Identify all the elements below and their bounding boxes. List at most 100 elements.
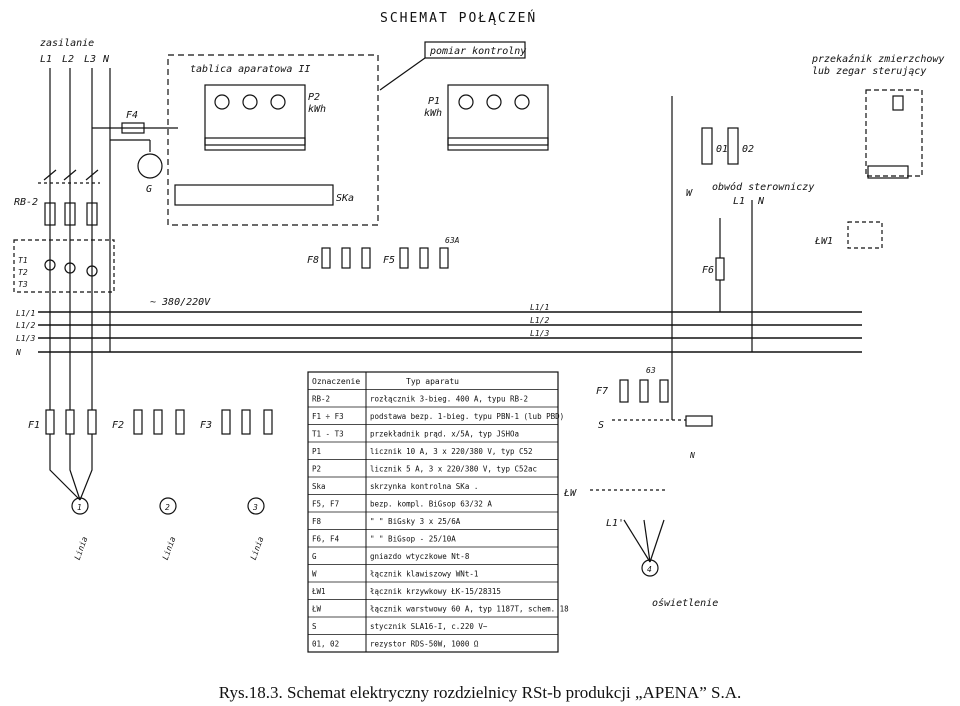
table-cell-type: podstawa bezp. 1-bieg. typu PBN-1 (lub P… xyxy=(370,412,564,421)
table-cell-code: RB-2 xyxy=(312,395,330,404)
o1-label: 01 xyxy=(716,144,728,155)
pomiar-label-box xyxy=(424,41,526,59)
table-cell-code: T1 - T3 xyxy=(312,430,344,439)
table-cell-type: łącznik krzywkowy ŁK-15/28315 xyxy=(370,587,501,596)
ct-t2-icon xyxy=(64,262,76,274)
p2-coil-3-icon xyxy=(270,94,286,110)
table-cell-type: łącznik warstwowy 60 A, typ 1187T, schem… xyxy=(370,605,569,614)
feeder-4-number: 4 xyxy=(647,565,652,574)
table-cell-type: licznik 5 A, 3 x 220/380 V, typ C52ac xyxy=(370,465,537,474)
f3-fuse-2 xyxy=(241,409,251,435)
contactor-coil xyxy=(685,415,713,427)
p1-meter xyxy=(447,84,549,146)
f63a-label: 63A xyxy=(445,236,460,245)
busbar-l12-label: L1/2 xyxy=(16,321,35,330)
figure-caption: Rys.18.3. Schemat elektryczny rozdzielni… xyxy=(218,683,742,702)
f2-fuse-2 xyxy=(153,409,163,435)
table-cell-type: przekładnik prąd. x/5A, typ JSHOa xyxy=(370,430,519,439)
f1-label: F1 xyxy=(28,420,40,431)
ctrl-n-label: N xyxy=(757,196,765,207)
feeder-4-icon xyxy=(641,559,659,577)
f8-fuse-2 xyxy=(341,247,351,269)
f2-label: F2 xyxy=(112,420,124,431)
table-cell-type: łącznik klawiszowy WNt-1 xyxy=(370,570,478,579)
p2-terminals xyxy=(204,137,306,151)
f1-fuse-2 xyxy=(65,409,75,435)
rb2-fuse-l3 xyxy=(86,202,98,226)
f1-fuse-3 xyxy=(87,409,97,435)
lw1-label: ŁW1 xyxy=(814,236,833,247)
f7-fuse-2 xyxy=(639,379,649,403)
ct-t3-icon xyxy=(86,265,98,277)
tablica-box xyxy=(167,54,379,226)
table-cell-code: F6, F4 xyxy=(312,535,340,544)
przekaznik-box xyxy=(865,89,923,177)
feeder-1-number: 1 xyxy=(77,503,82,512)
n-top-label: N xyxy=(102,54,110,65)
f4-fuse xyxy=(121,122,145,134)
f2-fuse-3 xyxy=(175,409,185,435)
table-cell-type: " " BiGsop - 25/10A xyxy=(370,535,456,544)
light-lead-1 xyxy=(623,519,651,563)
table-cell-code: F5, F7 xyxy=(312,500,339,509)
feeder-2-linia: Linia xyxy=(161,535,178,561)
przekaznik-label-1: przekaźnik zmierzchowy xyxy=(811,53,944,65)
pomiar-leader xyxy=(379,57,426,91)
obwod-label: obwód sterowniczy xyxy=(712,181,814,193)
light-lead-2 xyxy=(643,519,651,563)
przekaznik-label-2: lub zegar sterujący xyxy=(812,66,926,77)
table-cell-type: licznik 10 A, 3 x 220/380 V, typ C52 xyxy=(370,447,533,456)
voltage-label: ~ 380/220V xyxy=(150,297,211,308)
f5-fuse-3 xyxy=(439,247,449,269)
f8-fuse-3 xyxy=(361,247,371,269)
socket-g-icon xyxy=(137,153,163,179)
table-cell-code: P2 xyxy=(312,465,321,474)
table-cell-code: F8 xyxy=(312,517,322,526)
f5-fuse-2 xyxy=(419,247,429,269)
lw1-switch xyxy=(847,221,883,249)
f3-fuse-3 xyxy=(263,409,273,435)
table-header-type: Typ aparatu xyxy=(406,377,459,386)
f4-label: F4 xyxy=(126,110,138,121)
tablica-label: tablica aparatowa II xyxy=(190,64,310,75)
feeder-2-number: 2 xyxy=(165,503,170,512)
busbar-l13-right-label: L1/3 xyxy=(530,329,549,338)
p2-coil-2-icon xyxy=(242,94,258,110)
p2-coil-1-icon xyxy=(214,94,230,110)
p2-unit: kWh xyxy=(308,104,326,115)
table-cell-code: ŁW xyxy=(311,605,322,614)
rb2-switch-l2 xyxy=(63,169,77,181)
table-cell-code: P1 xyxy=(312,447,321,456)
s-label: S xyxy=(598,420,604,431)
p2-meter xyxy=(204,84,306,146)
diagram-title: SCHEMAT POŁĄCZEŃ xyxy=(380,10,537,26)
f1-lead-1 xyxy=(49,434,81,501)
table-cell-type: " " BiGsky 3 x 25/6A xyxy=(370,517,461,526)
table-header-code: Oznaczenie xyxy=(312,377,360,386)
w-label: W xyxy=(686,188,693,199)
f7-63-label: 63 xyxy=(646,366,656,375)
table-cell-type: rozłącznik 3-bieg. 400 A, typu RB-2 xyxy=(370,395,528,404)
p2-label: P2 xyxy=(308,92,320,103)
resistor-o2 xyxy=(727,127,739,165)
feeder-3-icon xyxy=(247,497,265,515)
feeder-3-linia: Linia xyxy=(249,535,266,561)
busbar-l12-right-label: L1/2 xyxy=(530,316,549,325)
table-cell-code: W xyxy=(312,570,317,579)
f7-fuse-3 xyxy=(659,379,669,403)
ct-box xyxy=(13,239,115,293)
busbar-l11-label: L1/1 xyxy=(16,309,35,318)
zasilanie-label: zasilanie xyxy=(40,38,94,49)
table-cell-code: F1 ÷ F3 xyxy=(312,412,344,421)
g-label: G xyxy=(146,184,152,195)
feeder-1-icon xyxy=(71,497,89,515)
f2-fuse-1 xyxy=(133,409,143,435)
table-cell-code: ŁW1 xyxy=(311,587,326,596)
table-cell-type: gniazdo wtyczkowe Nt-8 xyxy=(370,552,470,561)
f1-lead-3 xyxy=(79,434,93,501)
table-cell-type: bezp. kompl. BiGsop 63/32 A xyxy=(370,500,492,509)
table-cell-code: 01, 02 xyxy=(312,640,339,649)
table-cell-type: skrzynka kontrolna SKa . xyxy=(370,482,478,491)
contactor-n-label: N xyxy=(689,451,695,460)
f7-fuse-1 xyxy=(619,379,629,403)
